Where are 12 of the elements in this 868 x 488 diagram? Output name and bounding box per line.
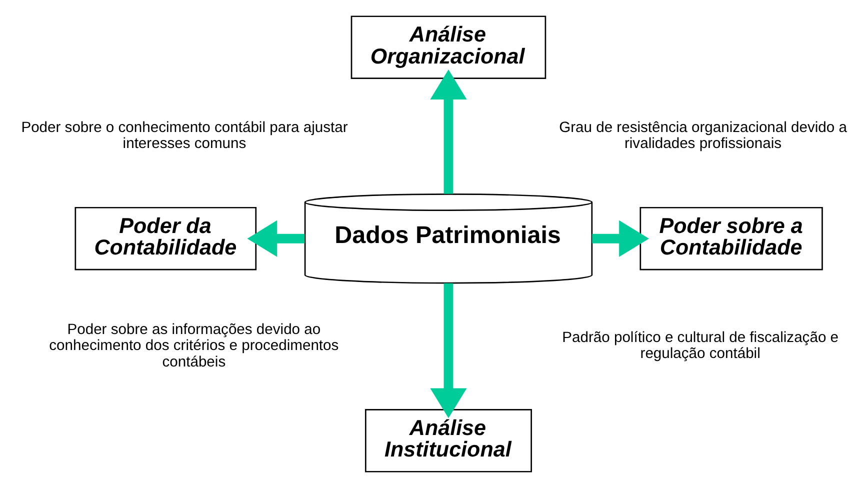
node-box: Poder sobre a Contabilidade	[640, 206, 823, 270]
node-box: Análise Organizacional	[350, 16, 546, 80]
label: Padrão político e cultural de fiscalização e regulação contábil	[562, 330, 839, 362]
arrow	[592, 220, 649, 257]
label: Poder sobre o conhecimento contábil para ajustar interesses comuns	[21, 120, 348, 152]
arrow	[430, 283, 467, 418]
node-box: Análise Institucional	[364, 408, 532, 472]
node-box: Poder da Contabilidade	[74, 206, 257, 270]
arrow	[247, 220, 305, 257]
label: Poder sobre as informações devido ao conhecimento dos critérios e procedimentos contábeis	[49, 322, 339, 370]
label: Grau de resistência organizacional devido a rivalidades profissionais	[559, 120, 847, 152]
arrow	[430, 70, 467, 194]
